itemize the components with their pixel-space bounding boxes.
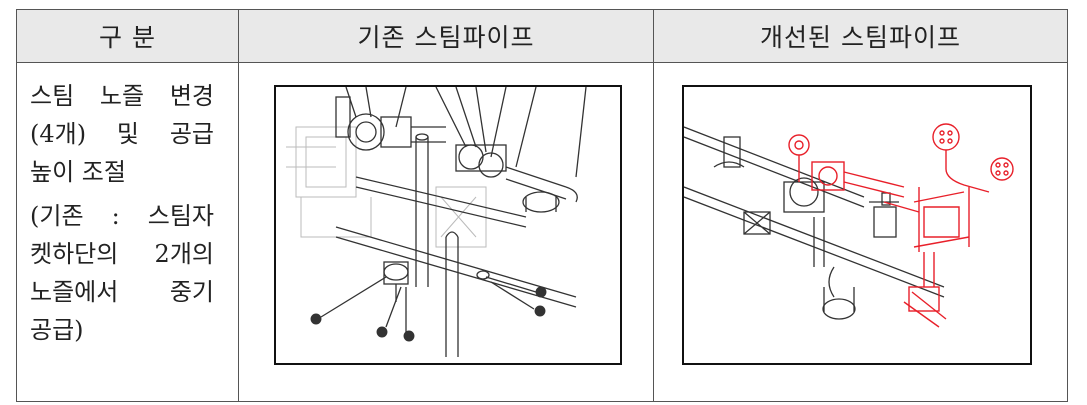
comparison-table: 구 분 기존 스팀파이프 개선된 스팀파이프 스팀 노즐 변경 (4개) 및 공… [16, 9, 1068, 402]
improved-steam-pipe-drawing [682, 85, 1032, 365]
description-line: 노즐에서 중기 [30, 278, 214, 306]
callout-label: 1a [406, 334, 413, 340]
existing-steam-pipe-drawing: 14 18 34 13 1a [274, 85, 622, 365]
header-existing-steam-pipe: 기존 스팀파이프 [238, 9, 654, 63]
header-category: 구 분 [16, 9, 239, 63]
description-line: 켓하단의 2개의 [30, 240, 214, 268]
description-line: 공급) [30, 316, 84, 344]
description-cell: 스팀 노즐 변경 (4개) 및 공급 높이 조절 (기존 : 스팀자 켓하단의 … [16, 62, 239, 402]
description-line: 높이 조절 [30, 158, 126, 186]
existing-figure-cell: 14 18 34 13 1a [238, 62, 654, 402]
header-improved-steam-pipe: 개선된 스팀파이프 [653, 9, 1068, 63]
callout-label: 34 [313, 317, 320, 323]
callout-label: 13 [379, 330, 386, 336]
description-line: (기존 : 스팀자 [30, 202, 214, 230]
description-line: 스팀 노즐 변경 [30, 82, 214, 110]
callout-label: 14 [538, 290, 545, 296]
improved-figure-cell [653, 62, 1068, 402]
callout-label: 18 [537, 309, 544, 315]
description-line: (4개) 및 공급 [30, 120, 214, 148]
